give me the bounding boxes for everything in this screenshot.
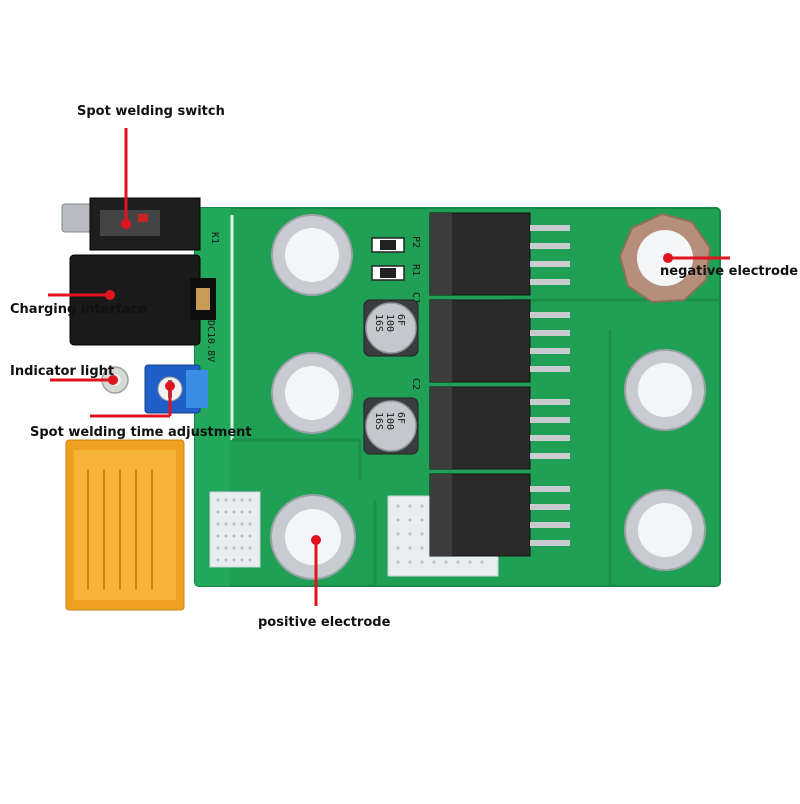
- silkscreen-dc-voltage: DC10.8V: [205, 320, 216, 362]
- smd-resistor-body: [380, 240, 396, 250]
- callout-time-adjustment: [90, 381, 175, 418]
- electrode-pad: [271, 352, 353, 434]
- label-time-adjustment: Spot welding time adjustment: [30, 425, 252, 440]
- time-adjustment-trimmer: [144, 364, 208, 414]
- capacitor-text: 16S: [373, 314, 384, 332]
- smd-resistor-body: [380, 268, 396, 278]
- electrode-pad: [624, 349, 706, 431]
- capacitor-text: 6F: [395, 314, 406, 326]
- electrode-pad: [271, 214, 353, 296]
- capacitor-c2: 6F 100 16S: [363, 397, 419, 455]
- label-negative-electrode: negative electrode: [660, 264, 799, 279]
- capacitor-text: 6F: [395, 412, 406, 424]
- mosfet: [429, 212, 570, 296]
- capacitor-text: 16S: [373, 412, 384, 430]
- capacitor-text: 100: [384, 412, 395, 430]
- callout-positive-electrode: [311, 535, 321, 606]
- perforated-pad: [209, 491, 261, 568]
- capacitor-c1: 6F 100 16S: [363, 299, 419, 357]
- charging-interface-jack: [69, 254, 216, 346]
- capacitor-text: 100: [384, 314, 395, 332]
- mosfet: [429, 473, 570, 557]
- relay: [65, 439, 185, 611]
- label-positive-electrode: positive electrode: [258, 615, 391, 630]
- callout-charging-interface: [48, 290, 115, 300]
- silkscreen-c1: C1: [410, 292, 421, 304]
- label-indicator-light: Indicator light: [10, 364, 115, 379]
- label-spot-welding-switch: Spot welding switch: [77, 104, 225, 119]
- silkscreen-c2: C2: [410, 378, 421, 390]
- silkscreen-r1: R1: [410, 264, 421, 276]
- mosfet: [429, 386, 570, 470]
- silkscreen-k1: K1: [209, 232, 220, 244]
- label-charging-interface: Charging interface: [10, 302, 147, 317]
- electrode-pad: [624, 489, 706, 571]
- perforated-pad-holes: [216, 498, 252, 562]
- callout-spot-welding-switch: [121, 128, 131, 229]
- callout-negative-electrode: [663, 253, 730, 263]
- callout-indicator-light: [50, 375, 118, 385]
- silkscreen-p2: P2: [410, 236, 421, 248]
- mosfet: [429, 299, 570, 383]
- spot-welding-switch: [61, 197, 201, 251]
